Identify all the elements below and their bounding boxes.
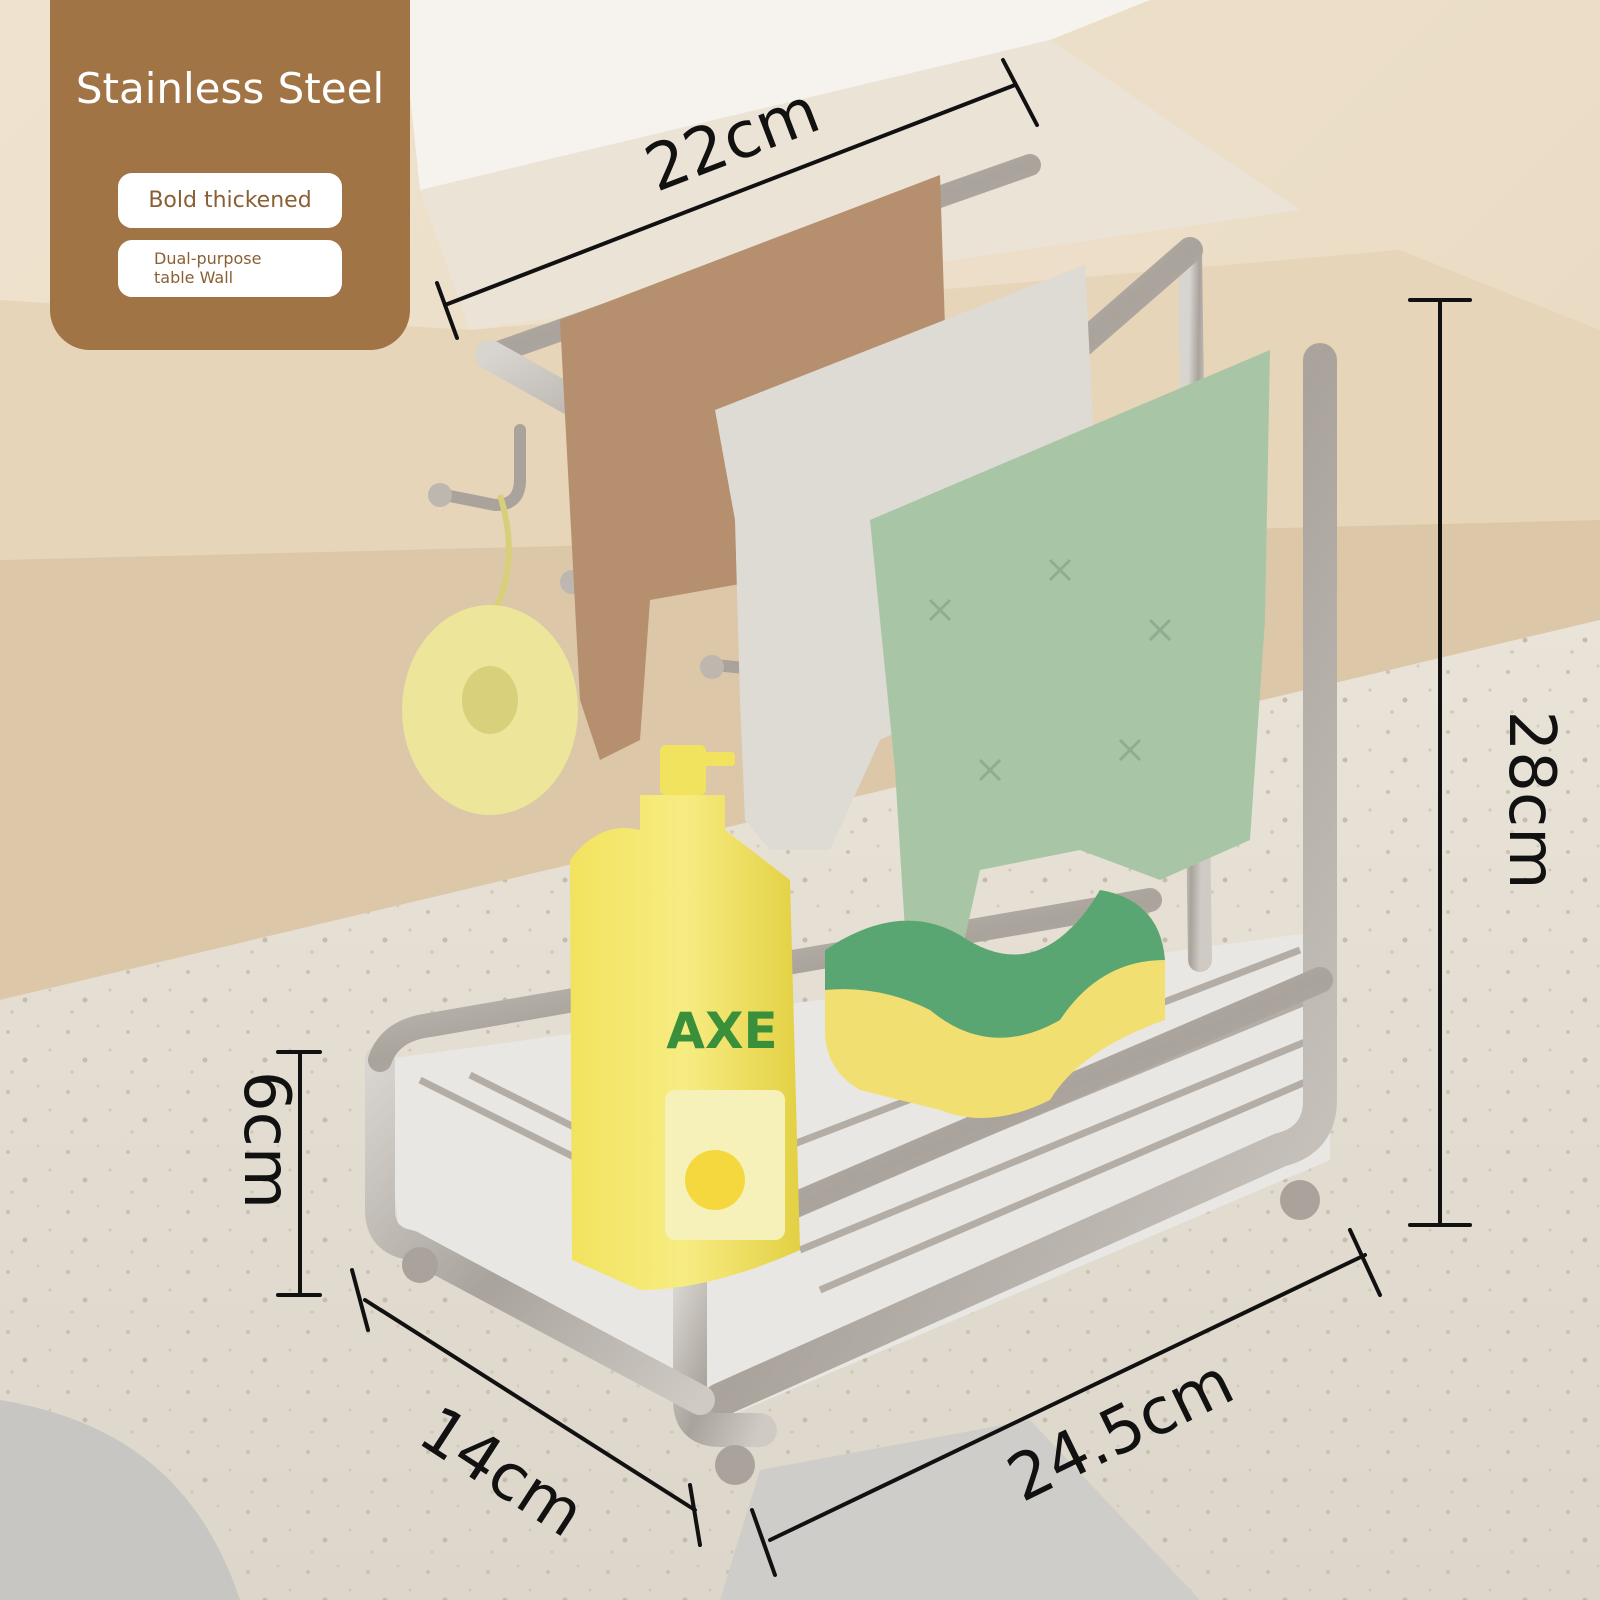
window	[400, 0, 1150, 190]
hook-knob-3	[700, 655, 724, 679]
rack-foot-2	[715, 1445, 755, 1485]
green-towel	[870, 350, 1270, 960]
feature-badge: Stainless Steel Bold thickened Dual-purp…	[50, 0, 410, 350]
sponge-ball-center	[462, 666, 518, 734]
badge-title: Stainless Steel	[75, 64, 385, 113]
rack-foot-1	[402, 1247, 438, 1283]
sponge-ball-string	[492, 494, 512, 612]
hook-knob-1	[428, 483, 452, 507]
feature-pill-dual-purpose: Dual-purpose table Wall	[118, 240, 342, 297]
dimension-base-height: 6cm	[229, 1071, 303, 1209]
lemon-icon	[685, 1150, 745, 1210]
window-sill	[420, 40, 1300, 330]
feature-pill-bold-thickened: Bold thickened	[118, 173, 342, 228]
dimension-height: 28cm	[1494, 711, 1568, 890]
bottle-brand-text: AXE	[666, 1002, 777, 1060]
feature-pill-line-2: table Wall	[154, 268, 234, 287]
feature-pill-line-1: Dual-purpose	[154, 249, 262, 268]
bottle-nozzle	[690, 752, 735, 766]
dimension-lines	[276, 58, 1472, 1577]
sink-basin	[720, 1420, 1200, 1600]
green-towel-pattern	[928, 558, 1172, 782]
sink-faucet	[0, 1400, 240, 1600]
rack-foot-3	[1280, 1180, 1320, 1220]
sponge-green	[825, 890, 1165, 1038]
